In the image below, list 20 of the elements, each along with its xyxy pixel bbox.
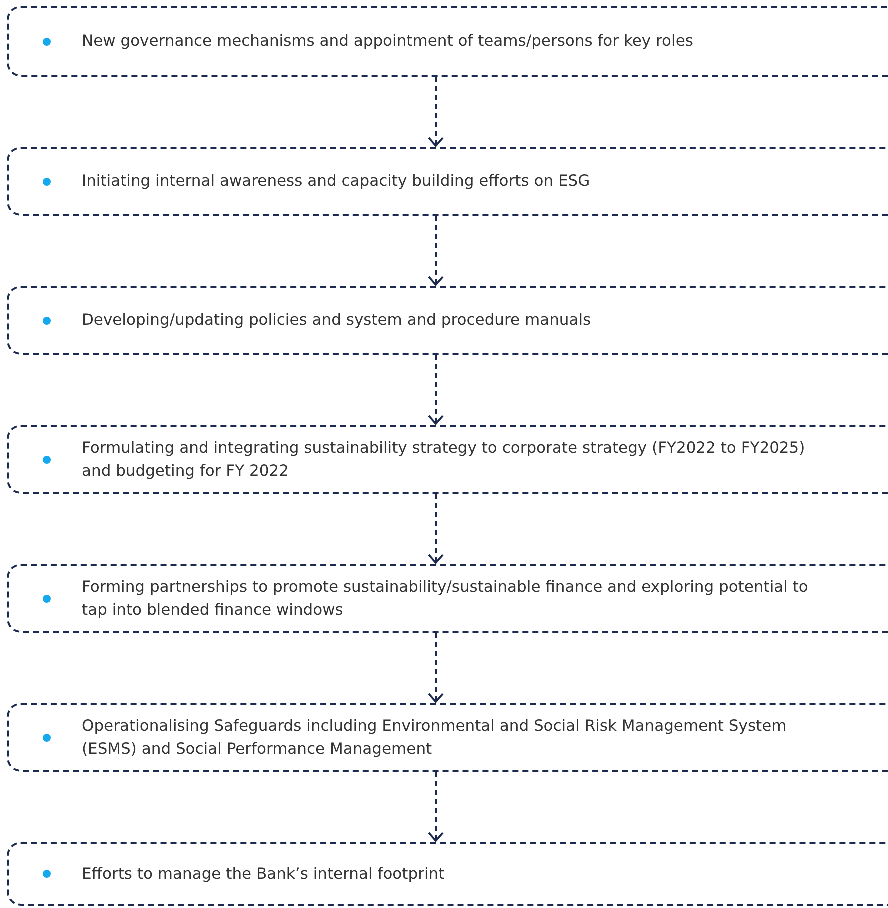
step-text: Operationalising Safeguards including Environmental and Social Risk Management System (ESMS) and Social Performance Management (82, 716, 788, 760)
process-box (7, 425, 888, 494)
arrow (428, 772, 444, 842)
process-box (7, 703, 888, 772)
arrow (428, 216, 444, 286)
step-text: Efforts to manage the Bank’s internal footprint (82, 864, 446, 884)
step-text: Initiating internal awareness and capacity building efforts on ESG (82, 171, 592, 192)
arrow (428, 355, 444, 425)
process-box (7, 6, 888, 77)
step-text: Developing/updating policies and system and procedure manuals (82, 310, 592, 331)
arrow (428, 77, 444, 147)
process-box (7, 842, 888, 906)
step-text: New governance mechanisms and appointment of teams/persons for key roles (82, 31, 694, 52)
process-box (7, 564, 888, 633)
arrow (428, 494, 444, 564)
step-text: Formulating and integrating sustainability strategy to corporate strategy (FY2022 to FY2025) and budgeting for FY 2022 (82, 438, 806, 482)
arrow (428, 633, 444, 703)
process-box (7, 286, 888, 355)
step-text: Forming partnerships to promote sustainability/sustainable finance and exploring potential to tap into blended finance windows (82, 576, 810, 620)
process-box (7, 147, 888, 216)
